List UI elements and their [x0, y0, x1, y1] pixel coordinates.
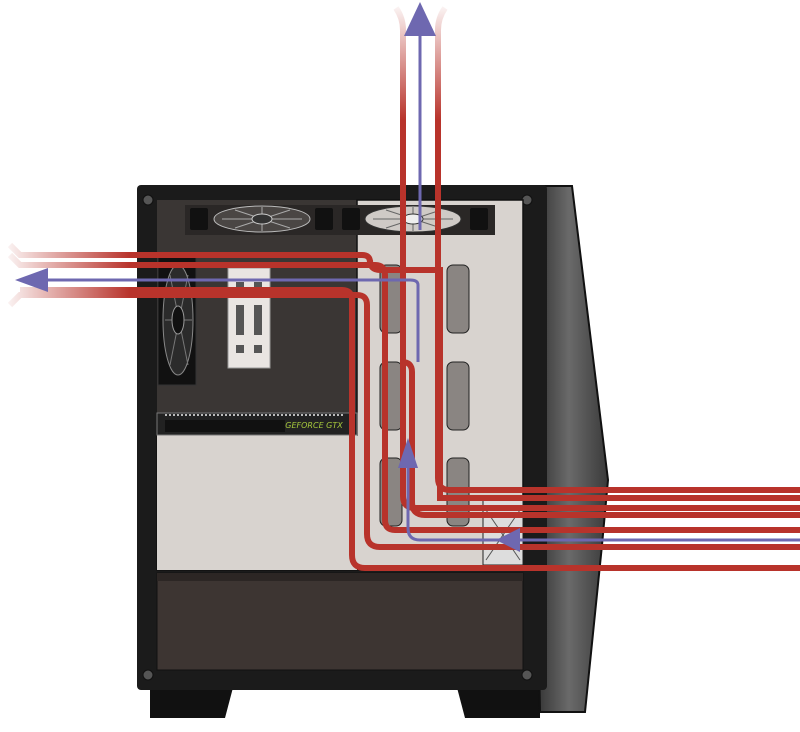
- airflow-arrow-icon: [20, 287, 800, 571]
- fade-masks: [0, 0, 460, 315]
- airflow-arrow-icon: [7, 252, 800, 533]
- psu-shroud: [156, 572, 524, 671]
- top-vent-1: [190, 208, 208, 230]
- top-vent-4: [470, 208, 488, 230]
- interior-lower-left: [157, 430, 357, 570]
- airflow-arrow-icon: [398, 438, 418, 468]
- airflow-arrow-icon: [496, 528, 520, 552]
- airflow-arrow-icon: [404, 2, 436, 36]
- airflow-arrow-icon: [7, 242, 800, 501]
- top-fan-icon: [213, 205, 311, 233]
- top-fan-icon: [364, 205, 462, 233]
- screw-bottom-right: [521, 669, 533, 681]
- psu-shroud-edge: [157, 573, 523, 581]
- airflow-arrow-icon: [15, 268, 48, 292]
- screw-top-left: [142, 194, 154, 206]
- grommet-2: [446, 264, 470, 334]
- airflow-arrow-icon: [40, 278, 420, 362]
- airflow-arrow-icon: [400, 359, 800, 518]
- airflow-arrow-icon: [406, 450, 800, 542]
- grommet-4: [446, 361, 470, 431]
- cool-air: [15, 2, 800, 552]
- screw-bottom-left: [142, 669, 154, 681]
- rear-fan-icon: [157, 254, 197, 386]
- cpu-heatsink: [227, 267, 271, 369]
- gpu-label: GEFORCE GTX: [285, 421, 343, 430]
- top-vent-2: [315, 208, 333, 230]
- graphics-card: GEFORCE GTX: [156, 412, 358, 436]
- top-vent-3: [342, 208, 360, 230]
- airflow-arrow-icon: [7, 292, 800, 550]
